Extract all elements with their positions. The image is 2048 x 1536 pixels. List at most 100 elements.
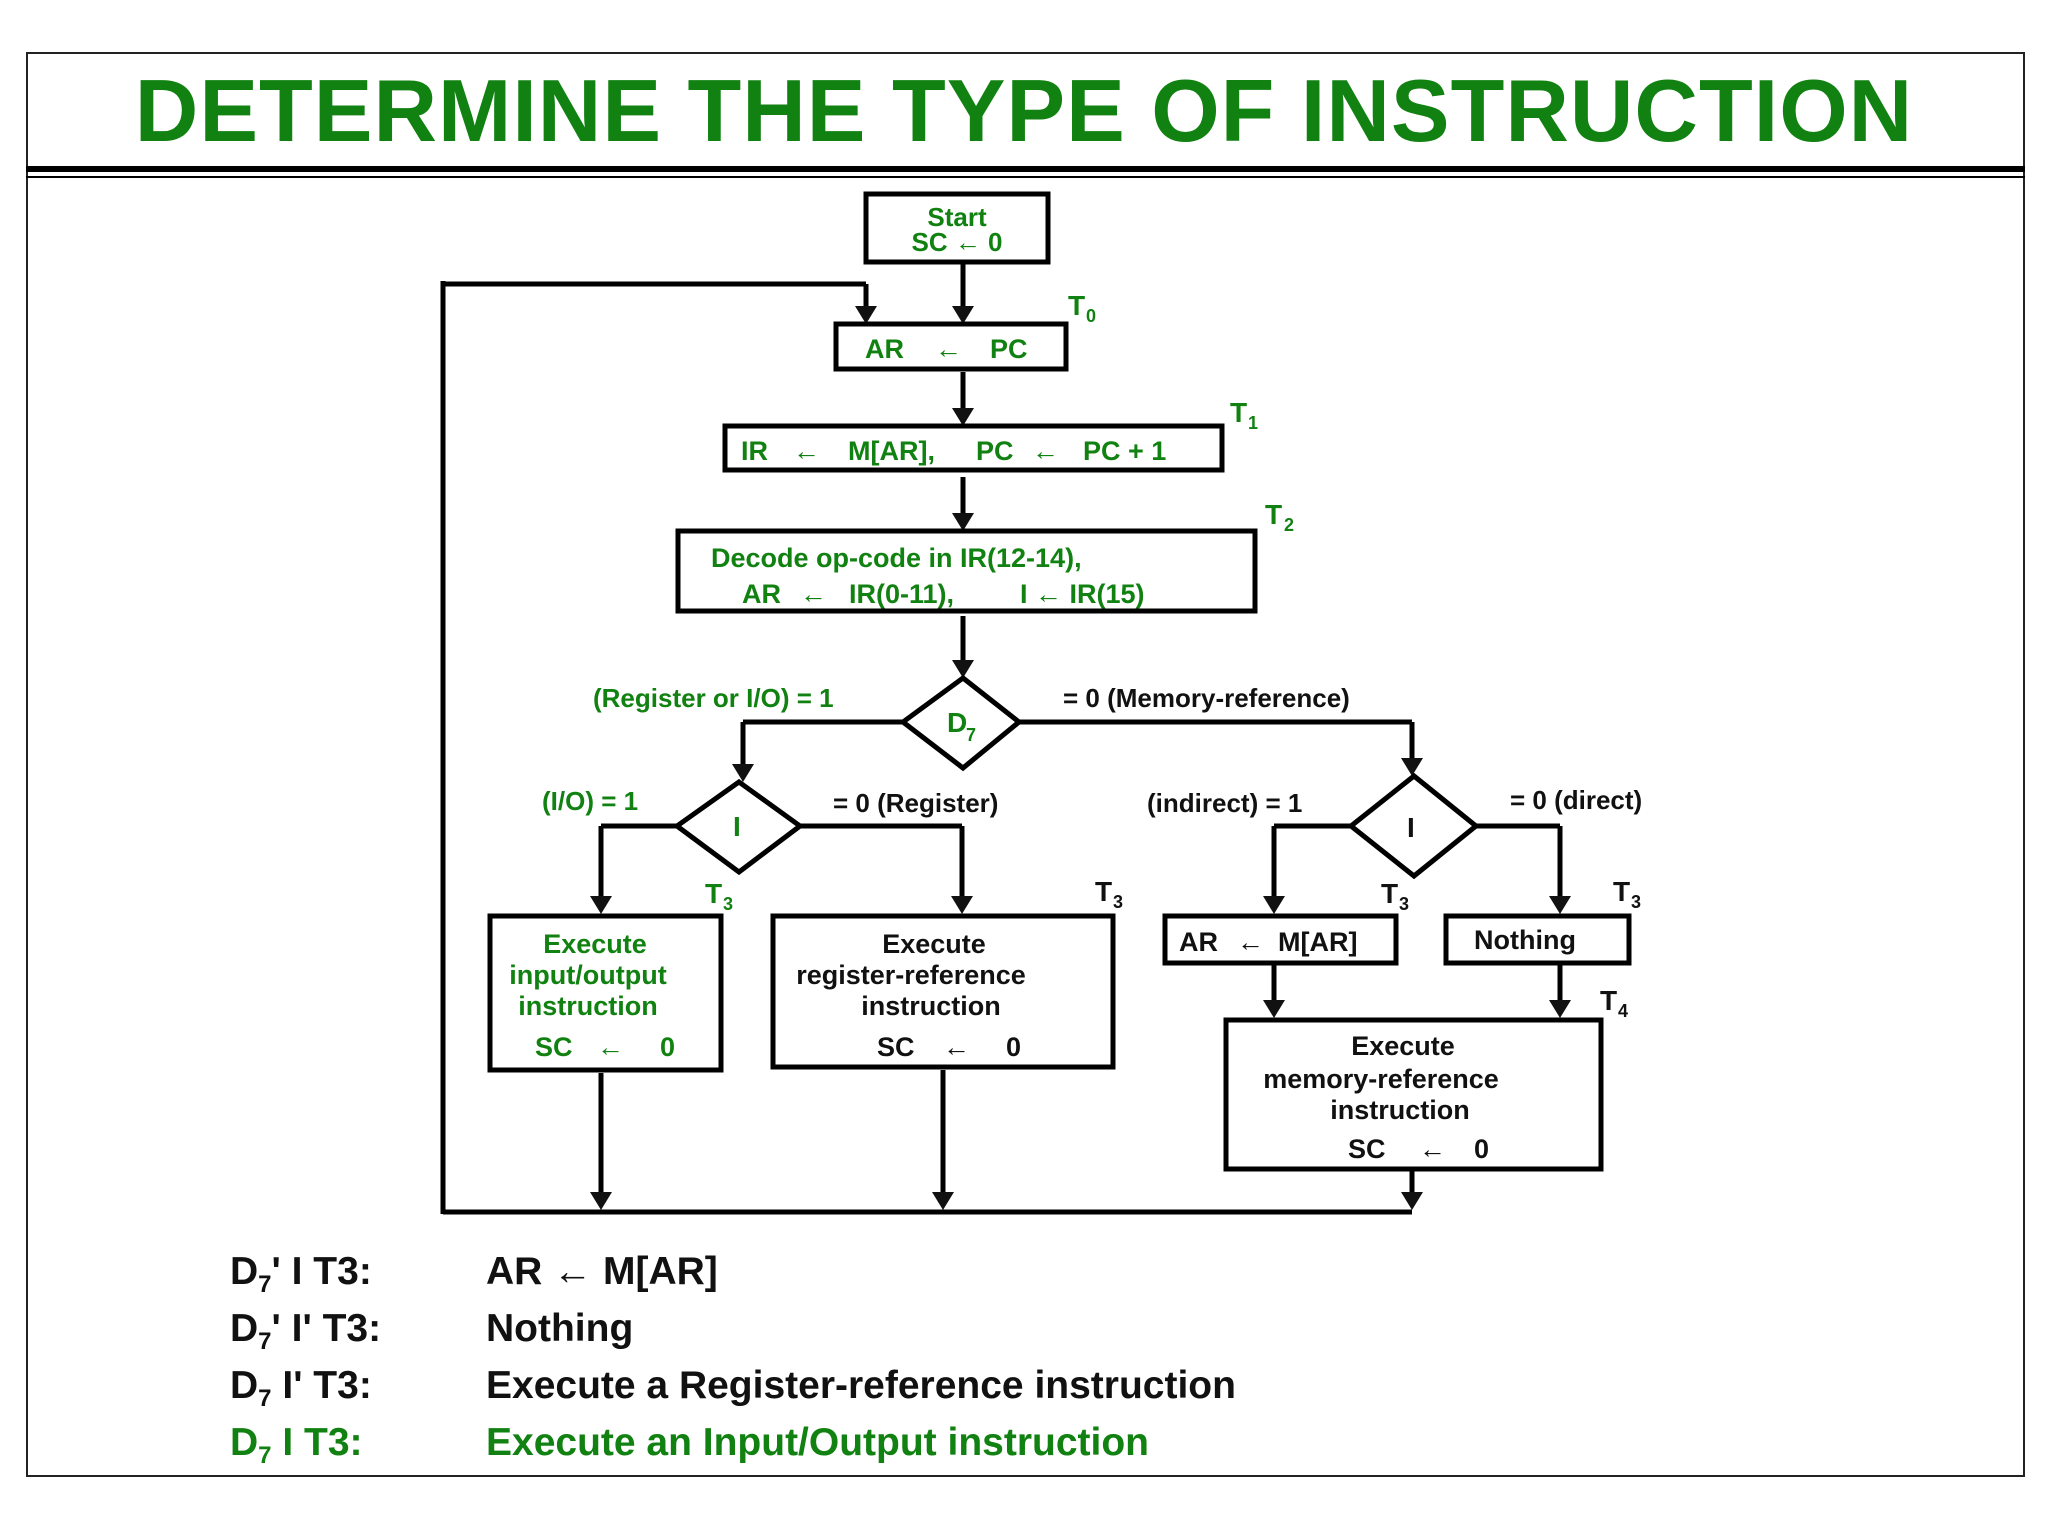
equation-action: Execute a Register-reference instruction [486, 1364, 1236, 1407]
svg-text:instruction: instruction [1330, 1095, 1470, 1125]
timing-t1: T 1 [1230, 397, 1258, 433]
timing-t4: T 4 [1600, 985, 1628, 1021]
svg-text:SC: SC [1348, 1134, 1386, 1164]
svg-text:M[AR],: M[AR], [848, 436, 935, 466]
arrowhead [732, 764, 754, 782]
arrowhead [1549, 896, 1571, 914]
svg-text:Execute: Execute [543, 929, 647, 959]
timing-t3-io: T 3 [705, 878, 733, 914]
svg-text:I: I [733, 811, 741, 842]
timing-t3-indirect: T 3 [1381, 878, 1409, 914]
svg-text:T: T [1600, 985, 1617, 1016]
svg-text:T: T [1381, 878, 1398, 909]
svg-text:M[AR]: M[AR] [1278, 927, 1357, 957]
d7-left-branch-label: (Register or I/O) = 1 [593, 683, 834, 713]
equation-action: Execute an Input/Output instruction [486, 1421, 1149, 1464]
svg-text:PC + 1: PC + 1 [1083, 436, 1166, 466]
svg-text:←: ← [935, 334, 962, 364]
direct-branch-label: = 0 (direct) [1510, 785, 1642, 815]
svg-text:3: 3 [1631, 892, 1641, 912]
equation-condition: D7 I' T3: [230, 1364, 372, 1412]
arrowhead [855, 306, 877, 324]
svg-text:0: 0 [660, 1032, 675, 1062]
connectors [440, 264, 1571, 1215]
arrowhead [1401, 1192, 1423, 1210]
nothing-box: Nothing [1443, 913, 1632, 966]
equation-action: AR ← M[AR] [486, 1250, 718, 1293]
svg-text:SC: SC [877, 1032, 915, 1062]
timing-t3-direct: T 3 [1613, 876, 1641, 912]
svg-text:SC: SC [535, 1032, 573, 1062]
svg-text:3: 3 [1113, 892, 1123, 912]
svg-text:4: 4 [1618, 1001, 1628, 1021]
fetch-ar-box: AR ← PC [833, 321, 1069, 372]
svg-text:T: T [1068, 290, 1085, 321]
arrowhead [1263, 1000, 1285, 1018]
timing-t0: T 0 [1068, 290, 1096, 326]
title-rule-thin [26, 176, 2025, 178]
svg-text:1: 1 [1248, 413, 1258, 433]
d7-decision: D 7 [898, 674, 1023, 772]
svg-text:←: ← [800, 579, 827, 609]
arrowhead [952, 306, 974, 324]
svg-text:0: 0 [1006, 1032, 1021, 1062]
svg-text:IR: IR [741, 436, 768, 466]
arrowhead [951, 896, 973, 914]
svg-text:0: 0 [1086, 306, 1096, 326]
i-decision-memory: I [1346, 772, 1480, 880]
arrowhead [952, 408, 974, 426]
title-rule-thick [26, 166, 2025, 172]
arrowhead [590, 1192, 612, 1210]
svg-text:Decode op-code in IR(12-14),: Decode op-code in IR(12-14), [711, 543, 1082, 573]
svg-text:AR: AR [1179, 927, 1218, 957]
register-branch-label: = 0 (Register) [833, 788, 998, 818]
slide-frame [26, 52, 2025, 1477]
svg-text:input/output: input/output [509, 960, 666, 990]
arrowhead [1263, 896, 1285, 914]
svg-text:←: ← [793, 436, 820, 466]
fetch-ir-box: IR ← M[AR], PC ← PC + 1 [722, 423, 1225, 473]
svg-text:T: T [1095, 876, 1112, 907]
indirect-ar-box: AR ← M[AR] [1162, 913, 1399, 966]
svg-text:memory-reference: memory-reference [1263, 1064, 1499, 1094]
svg-text:T: T [705, 878, 722, 909]
svg-text:Execute: Execute [882, 929, 986, 959]
svg-text:T: T [1265, 499, 1282, 530]
start-box: Start SC ← 0 [863, 191, 1051, 265]
decode-box: Decode op-code in IR(12-14), AR ← IR(0-1… [675, 528, 1258, 614]
svg-text:←: ← [1237, 927, 1264, 957]
svg-text:←: ← [943, 1032, 970, 1062]
timing-t3-register: T 3 [1095, 876, 1123, 912]
execute-register-box: Execute register-reference instruction S… [770, 913, 1116, 1070]
i-decision-register-io: I [672, 778, 805, 876]
arrowhead [1401, 758, 1423, 776]
indirect-branch-label: (indirect) = 1 [1147, 788, 1302, 818]
svg-text:I ← IR(15): I ← IR(15) [1020, 579, 1145, 609]
slide-title: DETERMINE THE TYPE OF INSTRUCTION [134, 61, 1914, 160]
svg-text:T: T [1613, 876, 1630, 907]
svg-text:7: 7 [966, 725, 976, 745]
svg-text:PC: PC [990, 334, 1028, 364]
start-sc-label: SC ← 0 [911, 227, 1002, 257]
svg-text:3: 3 [1399, 894, 1409, 914]
execute-memory-box: Execute memory-reference instruction SC … [1223, 1017, 1604, 1172]
d7-right-branch-label: = 0 (Memory-reference) [1063, 683, 1350, 713]
equation-condition: D7' I T3: [230, 1250, 372, 1298]
equation-condition: D7' I' T3: [230, 1307, 382, 1355]
svg-text:T: T [1230, 397, 1247, 428]
arrowhead [1549, 1000, 1571, 1018]
svg-text:instruction: instruction [518, 991, 658, 1021]
execute-io-box: Execute input/output instruction SC ← 0 [487, 913, 724, 1073]
svg-text:register-reference: register-reference [796, 960, 1026, 990]
svg-text:AR: AR [865, 334, 904, 364]
svg-text:←: ← [597, 1032, 624, 1062]
svg-text:←: ← [1032, 436, 1059, 466]
svg-text:2: 2 [1284, 515, 1294, 535]
svg-text:Nothing: Nothing [1474, 925, 1576, 955]
equation-action: Nothing [486, 1307, 634, 1350]
arrowhead [590, 896, 612, 914]
io-branch-label: (I/O) = 1 [542, 786, 638, 816]
svg-text:AR: AR [742, 579, 781, 609]
arrowhead [952, 660, 974, 678]
